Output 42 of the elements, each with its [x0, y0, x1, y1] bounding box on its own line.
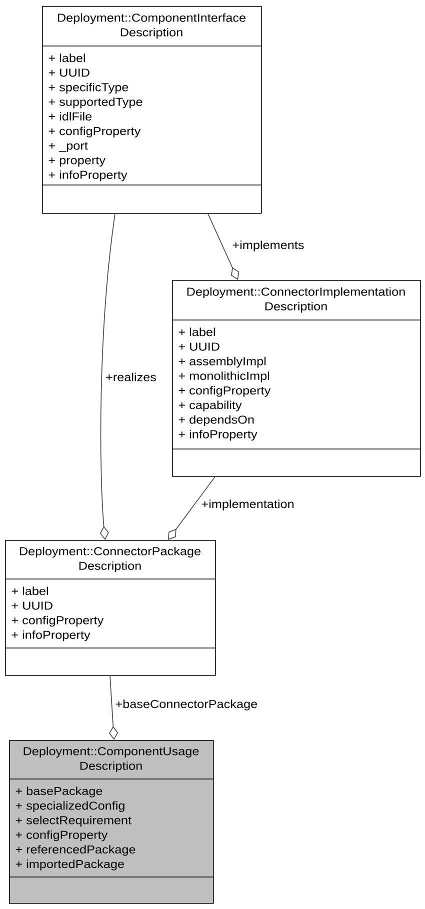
attribute: + UUID: [48, 68, 90, 77]
attribute: + configProperty: [16, 830, 108, 842]
attribute: + UUID: [178, 342, 220, 351]
aggregation-line: [208, 213, 240, 280]
attribute: + monolithicImpl: [178, 371, 270, 382]
attribute: + UUID: [12, 602, 52, 610]
attribute: + _port: [48, 142, 88, 152]
attribute: + configProperty: [48, 126, 141, 138]
attribute: + referencedPackage: [16, 845, 136, 856]
edge-label: +baseConnectorPackage: [114, 698, 259, 712]
class-name: Deployment::ConnectorPackage Description: [20, 546, 200, 572]
attribute: + infoProperty: [12, 630, 90, 642]
aggregation-line: [109, 675, 118, 740]
attribute: + property: [48, 156, 106, 167]
attribute: + specificType: [48, 82, 128, 94]
attribute: + infoProperty: [48, 170, 128, 182]
attribute: + infoProperty: [178, 430, 258, 441]
class-box: [4, 540, 216, 676]
aggregation-line: [168, 476, 216, 540]
attribute: + idlFile: [48, 112, 92, 121]
edge-label: +implementation: [200, 498, 296, 512]
attribute: + label: [12, 586, 48, 596]
attribute: + configProperty: [12, 616, 104, 627]
edge-label: +realizes: [104, 372, 158, 382]
class-name: Deployment::ComponentInterface Description: [58, 13, 246, 39]
class-name: Deployment::ConnectorImplementation Description: [187, 287, 405, 313]
attribute: + assemblyImpl: [178, 356, 266, 368]
attribute: + selectRequirement: [16, 816, 132, 827]
class-box: [42, 6, 262, 214]
attribute: + importedPackage: [16, 860, 124, 870]
attribute: + specializedConfig: [16, 801, 124, 812]
class-name: Deployment::ComponentUsage Description: [24, 746, 199, 772]
attribute: + dependsOn: [178, 415, 254, 426]
attribute: + label: [48, 54, 85, 62]
class-box: [172, 280, 421, 477]
edge-label: +implements: [231, 240, 306, 252]
attribute: + supportedType: [48, 97, 142, 108]
attribute: + capability: [178, 400, 242, 412]
attribute: + configProperty: [178, 386, 271, 397]
attribute: + label: [178, 328, 215, 336]
attribute: + basePackage: [16, 786, 102, 798]
class-box: [8, 740, 214, 904]
